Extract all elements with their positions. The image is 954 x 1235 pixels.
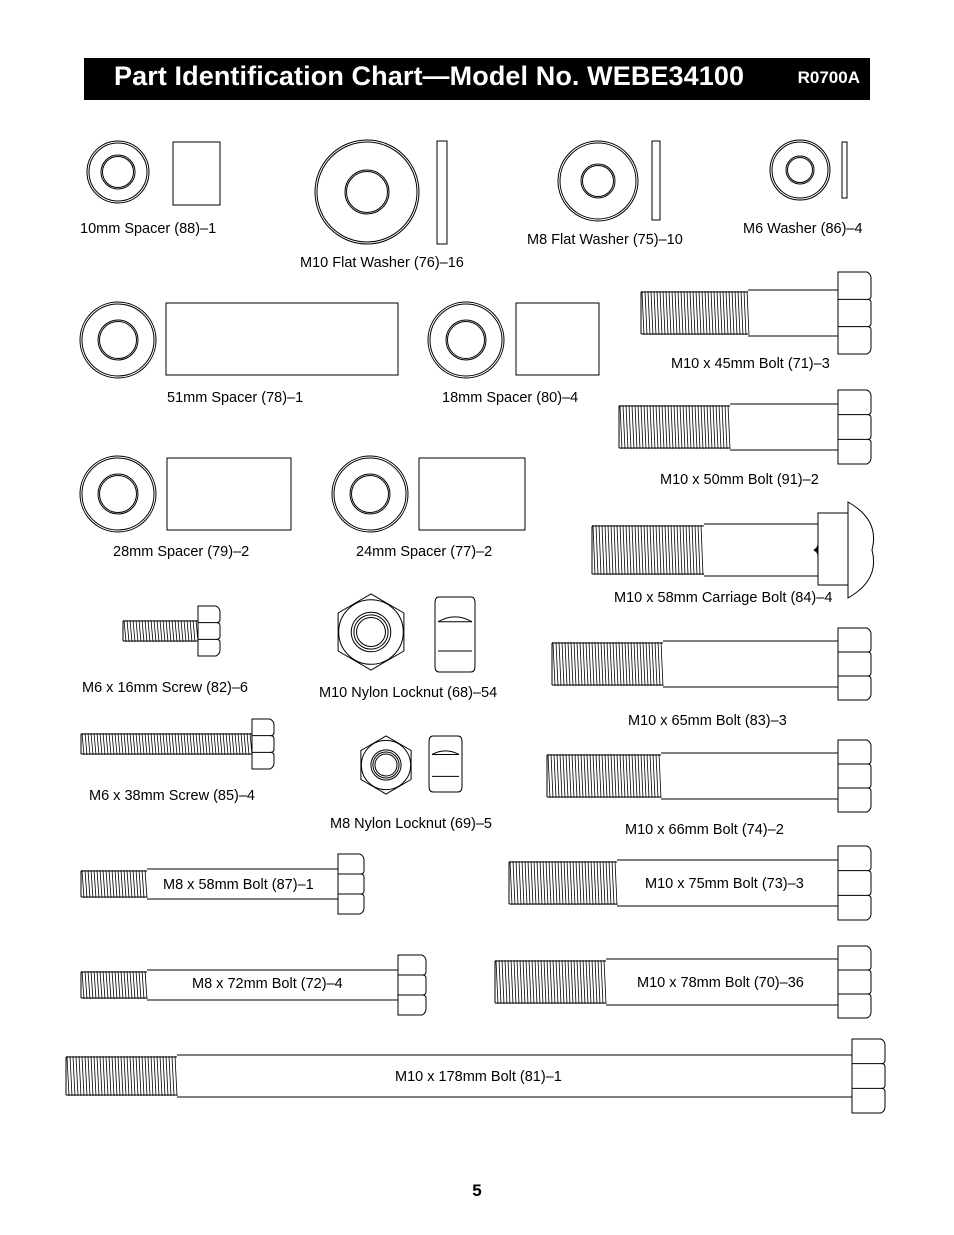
bolt-m10-178mm-drawing <box>65 1038 886 1114</box>
bolt-m10-66mm-drawing <box>546 739 872 813</box>
label-m8-58mm-bolt: M8 x 58mm Bolt (87)–1 <box>163 877 314 893</box>
bolt-m8-72mm-drawing <box>80 954 427 1016</box>
label-m10-66mm-bolt: M10 x 66mm Bolt (74)–2 <box>625 822 784 838</box>
bolt-m10-75mm-drawing <box>508 845 872 921</box>
nylon-locknut-m8-drawing <box>360 735 463 795</box>
bolt-m10-65mm-drawing <box>551 627 872 701</box>
label-m6-washer: M6 Washer (86)–4 <box>743 221 863 237</box>
label-m8-flat-washer: M8 Flat Washer (75)–10 <box>527 232 683 248</box>
chart-header: Part Identification Chart—Model No. WEBE… <box>84 58 870 100</box>
spacer-28mm-drawing <box>79 455 292 533</box>
spacer-18mm-drawing <box>427 301 600 379</box>
label-m10-50mm-bolt: M10 x 50mm Bolt (91)–2 <box>660 472 819 488</box>
flat-washer-m8-drawing <box>557 140 661 222</box>
label-m8-nylon-locknut: M8 Nylon Locknut (69)–5 <box>330 816 492 832</box>
page-title: Part Identification Chart—Model No. WEBE… <box>114 61 745 91</box>
label-24mm-spacer: 24mm Spacer (77)–2 <box>356 544 493 560</box>
label-51mm-spacer: 51mm Spacer (78)–1 <box>167 390 304 406</box>
label-m10-65mm-bolt: M10 x 65mm Bolt (83)–3 <box>628 713 787 729</box>
bolt-m10-78mm-drawing <box>494 945 872 1019</box>
spacer-24mm-drawing <box>331 455 526 533</box>
document-code: R0700A <box>797 68 860 87</box>
label-m10-75mm-bolt: M10 x 75mm Bolt (73)–3 <box>645 876 804 892</box>
carriage-bolt-m10-58mm-drawing <box>591 501 874 599</box>
screw-m6-16mm-drawing <box>122 605 221 657</box>
label-18mm-spacer: 18mm Spacer (80)–4 <box>442 390 579 406</box>
spacer-51mm-drawing <box>79 301 399 379</box>
label-m6-16mm-screw: M6 x 16mm Screw (82)–6 <box>82 680 248 696</box>
label-m8-72mm-bolt: M8 x 72mm Bolt (72)–4 <box>192 976 343 992</box>
label-10mm-spacer: 10mm Spacer (88)–1 <box>80 221 217 237</box>
label-m10-178mm-bolt: M10 x 178mm Bolt (81)–1 <box>395 1069 562 1085</box>
nylon-locknut-m10-drawing <box>337 593 476 673</box>
label-m10-flat-washer: M10 Flat Washer (76)–16 <box>300 255 464 271</box>
flat-washer-m10-drawing <box>314 139 448 245</box>
spacer-10mm-drawing <box>86 140 221 206</box>
label-m10-nylon-locknut: M10 Nylon Locknut (68)–54 <box>319 685 498 701</box>
bolt-m10-50mm-drawing <box>618 389 872 465</box>
screw-m6-38mm-drawing <box>80 718 275 770</box>
label-m10-45mm-bolt: M10 x 45mm Bolt (71)–3 <box>671 356 830 372</box>
washer-m6-drawing <box>769 139 848 201</box>
page-number: 5 <box>472 1181 482 1200</box>
label-m10-58mm-carriage-bolt: M10 x 58mm Carriage Bolt (84)–4 <box>614 590 833 606</box>
bolt-m10-45mm-drawing <box>640 271 872 355</box>
label-m6-38mm-screw: M6 x 38mm Screw (85)–4 <box>89 788 255 804</box>
bolt-m8-58mm-drawing <box>80 853 365 915</box>
label-28mm-spacer: 28mm Spacer (79)–2 <box>113 544 250 560</box>
label-m10-78mm-bolt: M10 x 78mm Bolt (70)–36 <box>637 975 804 991</box>
